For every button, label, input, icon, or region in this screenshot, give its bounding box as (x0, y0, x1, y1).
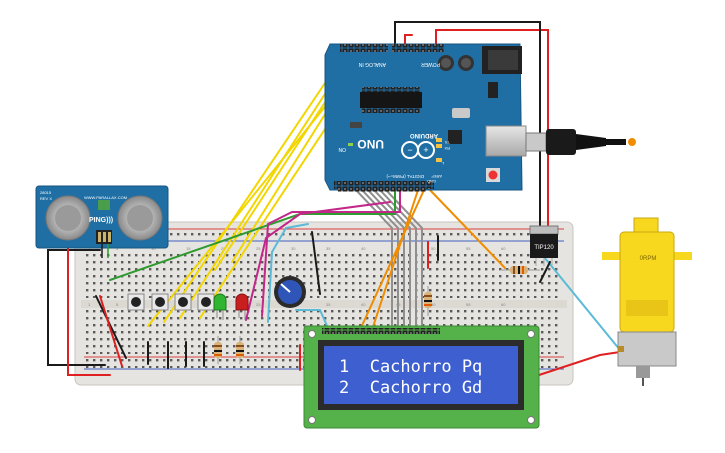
breadboard-column-label: 55 (466, 246, 471, 251)
usb-port[interactable] (485, 125, 527, 157)
resistor-1[interactable] (214, 336, 222, 364)
sensor-name-label: PING))) (89, 217, 113, 224)
gnd-label: GND (427, 179, 436, 184)
tx-led-label: TX (445, 140, 450, 145)
breadboard-column-label: 50 (431, 302, 436, 307)
breadboard-column-label: 35 (326, 302, 331, 307)
svg-text:−: − (407, 145, 412, 155)
resistors (214, 266, 540, 364)
reset-button[interactable] (488, 170, 498, 180)
sensor-brand-label: WWW.PARALLAX.COM (84, 195, 127, 200)
push-button-4[interactable] (197, 293, 215, 311)
power-header[interactable] (392, 44, 444, 52)
resistor-4[interactable] (500, 266, 540, 274)
led-green[interactable] (213, 293, 227, 320)
sensor-rev-label: REV X (40, 196, 52, 201)
tip120-label: TIP120 (534, 245, 554, 251)
power-header-label: POWER (421, 61, 440, 67)
resistor-3[interactable] (424, 286, 432, 316)
lcd-screen (324, 346, 518, 404)
breadboard-column-label: 60 (501, 246, 506, 251)
l-led-label: L (441, 161, 444, 166)
breadboard-column-label: 40 (361, 302, 366, 307)
lcd-line-2: 2 Cachorro Gd (339, 378, 482, 398)
lcd-16x2-display[interactable]: 1 Cachorro Pq 2 Cachorro Gd (303, 325, 540, 429)
motor-rpm-label: 0RPM (640, 256, 657, 262)
breadboard-column-label: 5 (116, 302, 119, 307)
arduino-uno-board[interactable]: − + UNO ARDUINO POWER ANALOG IN DIGITAL … (324, 43, 527, 192)
potentiometer[interactable] (274, 276, 306, 308)
tip120-transistor[interactable]: TIP120 (529, 225, 559, 266)
breadboard-column-label: 30 (291, 246, 296, 251)
breadboard-column-label: 50 (431, 246, 436, 251)
breadboard-column-label: 55 (466, 302, 471, 307)
aref-label: AREF (431, 174, 442, 179)
sensor-part-label: 28015 (40, 190, 52, 195)
microcontroller-chip (360, 92, 422, 108)
breadboard-column-label: 40 (361, 246, 366, 251)
push-button-3[interactable] (174, 293, 192, 311)
breadboard-column-label: 20 (221, 246, 226, 251)
digital-header[interactable] (334, 181, 434, 189)
breadboard-column-label: 25 (256, 246, 261, 251)
analog-header-label: ANALOG IN (358, 61, 386, 67)
breadboard-column-label: 25 (256, 302, 261, 307)
breadboard-column-label: 60 (501, 302, 506, 307)
analog-header[interactable] (340, 44, 388, 52)
on-led-label: ON (338, 146, 346, 152)
breadboard-column-label: 15 (186, 246, 191, 251)
resistor-2[interactable] (236, 336, 244, 364)
lcd-pin-header[interactable] (322, 328, 440, 334)
usb-cable (525, 129, 636, 155)
dc-gear-motor[interactable]: 0RPM (602, 217, 692, 386)
breadboard-column-label: 35 (326, 246, 331, 251)
breadboard-column-label: 1 (88, 302, 91, 307)
lcd-line-1: 1 Cachorro Pq (339, 357, 482, 377)
svg-text:+: + (423, 145, 428, 155)
push-button-2[interactable] (151, 293, 169, 311)
digital-header-label: DIGITAL (PWM=~) (386, 174, 424, 179)
push-button-1[interactable] (127, 293, 145, 311)
uno-label: UNO (357, 137, 384, 151)
push-buttons (127, 293, 215, 311)
arduino-brand-label: ARDUINO (410, 132, 438, 138)
ultrasonic-sensor[interactable]: WWW.PARALLAX.COM 28015 REV X PING))) (35, 185, 169, 249)
rx-led-label: RX (444, 146, 450, 151)
led-red[interactable] (235, 293, 249, 320)
